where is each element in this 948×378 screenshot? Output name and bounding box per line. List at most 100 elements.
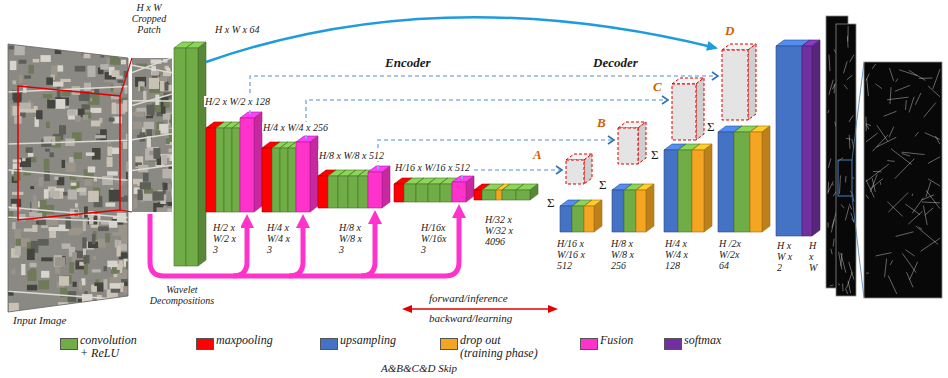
input-image-ground — [8, 44, 128, 312]
edge-trace — [933, 69, 940, 89]
building — [97, 300, 107, 305]
edge-trace — [828, 110, 830, 113]
dropout-block-front — [692, 150, 704, 232]
edge-trace — [926, 182, 931, 197]
edge-trace — [872, 135, 887, 151]
building — [117, 246, 121, 257]
sum-symbol: Σ — [650, 148, 660, 163]
building — [84, 179, 92, 186]
building — [43, 94, 53, 98]
dimension-label: H/8 x W/8 x 3 — [338, 222, 367, 256]
edge-trace — [877, 125, 888, 141]
dimension-label: H x W x 64 — [214, 24, 260, 35]
building — [109, 277, 120, 283]
building — [28, 65, 33, 74]
dropout-block-front — [496, 190, 502, 200]
building — [140, 182, 151, 189]
building — [110, 54, 121, 65]
building — [51, 65, 57, 76]
conv-block-front — [482, 190, 496, 200]
road — [8, 170, 128, 180]
edge-trace — [833, 239, 834, 247]
building — [21, 264, 25, 275]
edge-trace — [829, 80, 833, 95]
building — [165, 137, 169, 144]
building — [38, 239, 49, 246]
building — [75, 115, 81, 121]
edge-trace — [852, 177, 854, 179]
maxpool-block-side — [216, 122, 224, 212]
conv-block-front — [280, 148, 288, 212]
building — [161, 106, 166, 114]
skip-feature-box-side — [638, 122, 646, 164]
label-slot: H/8 x W/8 x 3 — [338, 222, 367, 256]
edge-trace — [922, 201, 940, 203]
building — [88, 166, 95, 172]
building — [23, 172, 31, 175]
fusion-block-side — [310, 136, 318, 212]
building — [163, 183, 167, 190]
dimension-label: backward/learning — [428, 312, 513, 324]
dimension-label: H/16 x W/16 x 512 — [556, 238, 590, 272]
building — [112, 103, 117, 115]
fusion-block — [452, 176, 474, 202]
edge-trace — [829, 55, 830, 72]
edge-trace — [935, 136, 940, 144]
conv-block — [272, 142, 288, 212]
conv-block-front — [624, 190, 636, 232]
edge-trace — [844, 61, 848, 73]
legend-text: softmax — [684, 334, 721, 347]
skip-feature-box-front — [722, 50, 748, 120]
conv-block-front — [186, 48, 198, 266]
fusion-block-side — [254, 112, 262, 212]
edge-trace — [880, 182, 881, 185]
skip-line — [250, 76, 718, 114]
road — [132, 100, 172, 102]
skip-feature-box-front — [566, 160, 584, 184]
building — [93, 256, 96, 260]
edge-trace — [896, 232, 914, 237]
building — [55, 257, 65, 266]
building — [84, 264, 88, 275]
fusion-block-side — [382, 166, 390, 208]
building — [152, 71, 159, 75]
building — [46, 205, 54, 214]
edge-trace — [925, 133, 940, 140]
conv-block-front — [416, 184, 428, 202]
edge-trace — [828, 181, 833, 192]
building — [49, 152, 54, 157]
dimension-label: H/8 x W/8 x 256 — [610, 238, 644, 272]
building — [60, 79, 70, 82]
fusion-block-front — [452, 182, 466, 202]
edge-trace — [905, 100, 907, 110]
building — [44, 136, 52, 142]
building — [168, 85, 171, 91]
building — [124, 306, 128, 315]
edge-trace — [915, 132, 918, 136]
zoom-box — [838, 160, 852, 196]
building — [49, 191, 59, 198]
road — [132, 165, 172, 170]
building — [160, 81, 164, 91]
building — [98, 239, 106, 248]
edge-trace — [839, 175, 841, 193]
building — [62, 160, 65, 168]
edge-trace — [866, 180, 874, 198]
skip-feature-box — [618, 122, 646, 164]
building — [8, 46, 15, 50]
building — [116, 297, 123, 307]
edge-trace — [926, 190, 940, 208]
conv-block — [224, 122, 240, 212]
fusion-block-front — [368, 172, 382, 208]
output-map — [864, 62, 942, 298]
edge-trace — [924, 103, 936, 117]
building — [84, 206, 88, 217]
wavelet-arrowhead — [368, 210, 382, 224]
building — [62, 243, 71, 248]
label-slot: H/8 x W/8 x 256 — [610, 238, 644, 272]
sum-symbol: Σ — [546, 196, 556, 211]
label-slot: backward/learning — [428, 312, 513, 324]
edge-trace — [896, 78, 898, 82]
skip-arrowhead — [608, 136, 614, 144]
building — [15, 246, 21, 255]
